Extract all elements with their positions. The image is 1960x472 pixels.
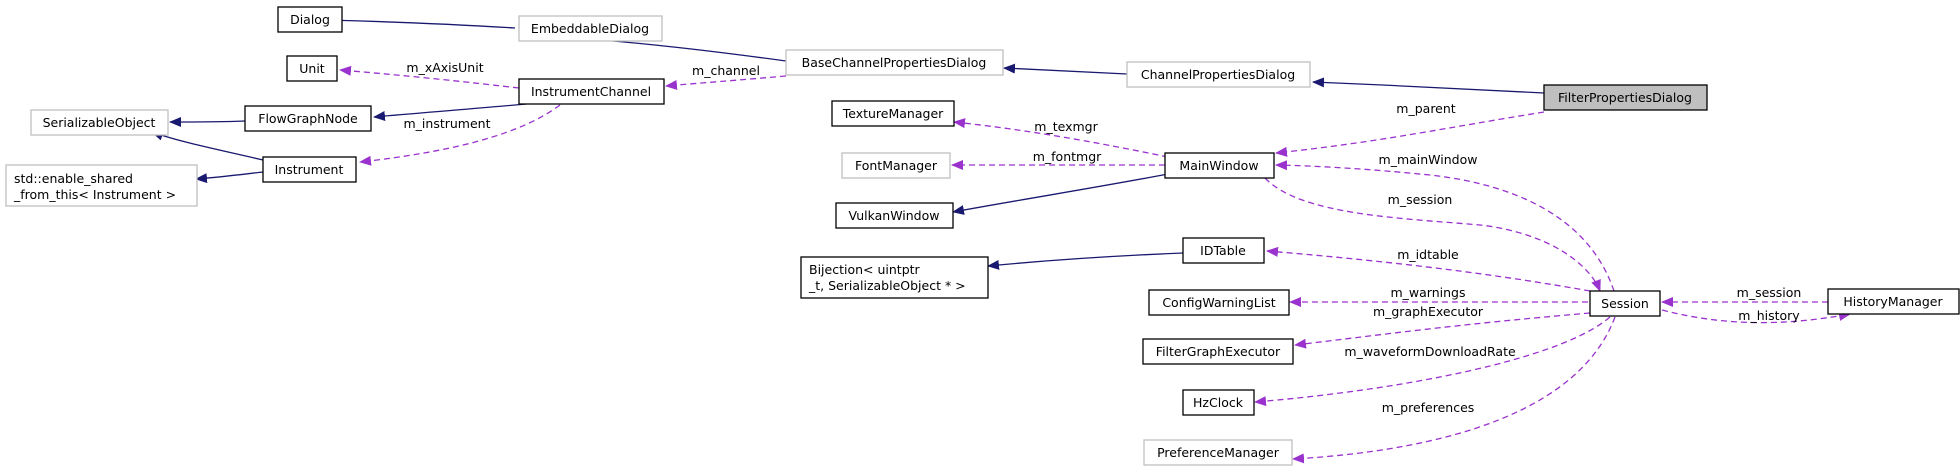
edge-instrumentchannel-m-xaxisunit bbox=[339, 65, 520, 89]
label-m-fontmgr: m_fontmgr bbox=[1033, 149, 1102, 164]
edge-mainwindow-to-vulkanwindow bbox=[952, 173, 1169, 215]
label-m-waveformdownloadrate: m_waveformDownloadRate bbox=[1344, 344, 1516, 359]
edge-mainwindow-m-texmgr bbox=[953, 118, 1169, 158]
label-m-parent: m_parent bbox=[1396, 101, 1455, 116]
edge-mainwindow-m-session bbox=[1264, 177, 1601, 292]
node-base-channel-properties-dialog[interactable]: BaseChannelPropertiesDialog bbox=[785, 49, 1004, 76]
edge-session-m-history bbox=[1661, 309, 1851, 324]
label-m-session-history: m_session bbox=[1737, 285, 1802, 300]
node-filter-properties-dialog[interactable]: FilterPropertiesDialog bbox=[1543, 84, 1708, 111]
node-bijection-label-line2: _t, SerializableObject * > bbox=[808, 278, 966, 293]
node-embeddable-dialog-label: EmbeddableDialog bbox=[531, 21, 649, 36]
node-unit[interactable]: Unit bbox=[286, 55, 338, 82]
label-m-instrument: m_instrument bbox=[404, 116, 491, 131]
label-m-channel: m_channel bbox=[692, 63, 760, 78]
node-session-label: Session bbox=[1601, 296, 1649, 311]
node-serializable-object[interactable]: SerializableObject bbox=[30, 109, 169, 136]
edge-session-m-mainwindow bbox=[1275, 160, 1615, 292]
node-session[interactable]: Session bbox=[1589, 290, 1661, 317]
node-config-warning-list[interactable]: ConfigWarningList bbox=[1148, 289, 1290, 316]
node-main-window[interactable]: MainWindow bbox=[1164, 152, 1275, 179]
node-unit-label: Unit bbox=[299, 61, 325, 76]
label-m-texmgr: m_texmgr bbox=[1034, 119, 1098, 134]
node-id-table[interactable]: IDTable bbox=[1182, 237, 1265, 264]
node-filter-graph-executor-label: FilterGraphExecutor bbox=[1156, 344, 1281, 359]
edge-session-m-preferences bbox=[1292, 316, 1616, 464]
node-filter-graph-executor[interactable]: FilterGraphExecutor bbox=[1142, 338, 1294, 365]
node-embeddable-dialog[interactable]: EmbeddableDialog bbox=[518, 15, 663, 42]
label-m-warnings: m_warnings bbox=[1391, 285, 1466, 300]
label-m-idtable: m_idtable bbox=[1397, 247, 1459, 262]
node-history-manager[interactable]: HistoryManager bbox=[1827, 288, 1960, 315]
edge-session-m-waveformdownloadrate bbox=[1254, 316, 1611, 407]
node-instrument[interactable]: Instrument bbox=[262, 156, 357, 183]
node-preference-manager[interactable]: PreferenceManager bbox=[1143, 439, 1293, 466]
edge-labels: m_channel m_xAxisUnit m_instrument m_par… bbox=[404, 60, 1802, 415]
edge-channelprops-to-basechannel bbox=[1003, 63, 1128, 75]
node-bijection[interactable]: Bijection< uintptr _t, SerializableObjec… bbox=[800, 256, 989, 299]
member-edges bbox=[339, 65, 1851, 464]
edge-session-m-graphexecutor bbox=[1294, 312, 1591, 349]
edge-flowgraphnode-to-serializable bbox=[169, 116, 246, 127]
node-hz-clock-label: HzClock bbox=[1193, 395, 1244, 410]
node-id-table-label: IDTable bbox=[1200, 243, 1246, 258]
edge-instrumentchannel-m-instrument bbox=[359, 104, 561, 166]
inheritance-edges bbox=[151, 14, 1545, 270]
node-texture-manager[interactable]: TextureManager bbox=[831, 100, 955, 127]
node-std-enable-shared-label-line2: _from_this< Instrument > bbox=[13, 187, 176, 202]
node-hz-clock[interactable]: HzClock bbox=[1182, 389, 1255, 416]
edge-basechannel-m-channel bbox=[665, 75, 787, 91]
node-filter-properties-dialog-label: FilterPropertiesDialog bbox=[1558, 90, 1692, 105]
node-history-manager-label: HistoryManager bbox=[1843, 294, 1943, 309]
edge-instrument-to-serializable bbox=[151, 130, 264, 161]
node-config-warning-list-label: ConfigWarningList bbox=[1162, 295, 1275, 310]
edge-idtable-to-bijection bbox=[987, 252, 1184, 270]
node-font-manager-label: FontManager bbox=[855, 158, 938, 173]
node-serializable-object-label: SerializableObject bbox=[43, 115, 156, 130]
node-preference-manager-label: PreferenceManager bbox=[1157, 445, 1280, 460]
edge-filterprops-m-parent bbox=[1275, 111, 1545, 157]
node-main-window-label: MainWindow bbox=[1179, 158, 1258, 173]
node-bijection-label-line1: Bijection< uintptr bbox=[809, 262, 921, 277]
edge-filterprops-to-channelprops bbox=[1312, 77, 1545, 94]
node-vulkan-window-label: VulkanWindow bbox=[849, 208, 940, 223]
node-channel-properties-dialog-label: ChannelPropertiesDialog bbox=[1141, 67, 1295, 82]
label-m-history: m_history bbox=[1738, 308, 1800, 323]
node-font-manager[interactable]: FontManager bbox=[841, 152, 951, 179]
label-m-mainwindow: m_mainWindow bbox=[1379, 152, 1478, 167]
node-base-channel-properties-dialog-label: BaseChannelPropertiesDialog bbox=[802, 55, 987, 70]
label-m-graphexecutor: m_graphExecutor bbox=[1373, 304, 1484, 319]
node-channel-properties-dialog[interactable]: ChannelPropertiesDialog bbox=[1126, 61, 1311, 88]
label-m-preferences: m_preferences bbox=[1382, 400, 1475, 415]
node-std-enable-shared-from-this[interactable]: std::enable_shared _from_this< Instrumen… bbox=[5, 164, 198, 207]
label-m-session-main: m_session bbox=[1388, 192, 1453, 207]
node-instrument-channel-label: InstrumentChannel bbox=[531, 84, 651, 99]
node-vulkan-window[interactable]: VulkanWindow bbox=[835, 202, 954, 229]
edge-session-m-idtable bbox=[1266, 246, 1591, 292]
node-instrument-label: Instrument bbox=[275, 162, 344, 177]
node-std-enable-shared-label-line1: std::enable_shared bbox=[14, 171, 133, 186]
label-m-xaxisunit: m_xAxisUnit bbox=[406, 60, 483, 75]
edge-instrument-to-enableshared bbox=[195, 171, 264, 184]
node-flow-graph-node[interactable]: FlowGraphNode bbox=[244, 105, 372, 132]
node-flow-graph-node-label: FlowGraphNode bbox=[258, 111, 358, 126]
node-dialog[interactable]: Dialog bbox=[277, 6, 343, 33]
node-instrument-channel[interactable]: InstrumentChannel bbox=[518, 78, 665, 105]
node-texture-manager-label: TextureManager bbox=[842, 106, 944, 121]
node-dialog-label: Dialog bbox=[290, 12, 330, 27]
